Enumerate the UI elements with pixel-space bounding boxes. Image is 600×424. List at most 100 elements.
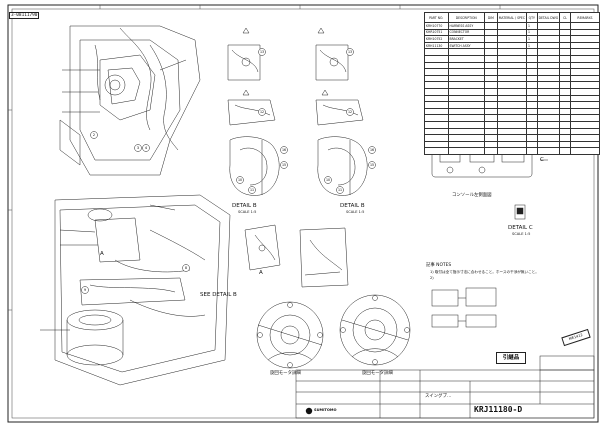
material-cell xyxy=(496,81,528,89)
part-no-cell xyxy=(424,48,449,56)
view-a-label: A xyxy=(259,270,263,276)
part-no-cell: KRH11130 xyxy=(424,41,449,50)
col-description: DESCRIPTION xyxy=(447,12,485,23)
swing-motor-left-label: 旋回モータ詳細 xyxy=(270,371,301,376)
dim-cell xyxy=(483,54,498,63)
description-cell xyxy=(447,74,485,83)
balloon-3: 3 xyxy=(137,146,139,150)
dim-cell xyxy=(483,120,498,129)
remarks-cell xyxy=(569,68,600,76)
view-harness-route xyxy=(299,227,349,288)
description-cell xyxy=(447,81,485,89)
description-cell xyxy=(447,61,485,70)
connector-diagram xyxy=(431,287,497,328)
qty-cell xyxy=(526,101,538,109)
rev-triangles xyxy=(242,27,329,96)
description-cell xyxy=(447,127,485,136)
part-no-cell xyxy=(424,147,449,155)
view-clamp-left xyxy=(227,44,280,196)
svg-text:16: 16 xyxy=(370,148,374,152)
parts-table: PART NO. DESCRIPTION DIM MATERIAL / SPEC… xyxy=(424,12,600,155)
qty-cell xyxy=(526,54,538,63)
detail-b-right-label: DETAIL B xyxy=(340,203,365,209)
cl-cell xyxy=(559,140,571,149)
svg-text:15: 15 xyxy=(282,163,286,167)
dim-cell xyxy=(483,74,498,83)
description-cell: CONNECTOR xyxy=(447,28,485,37)
material-cell xyxy=(496,127,528,136)
description-cell xyxy=(447,134,485,142)
material-cell xyxy=(496,101,528,109)
detail-c-label: DETAIL C xyxy=(508,225,533,231)
detail-dwg-cell xyxy=(536,61,561,70)
swing-motor-right xyxy=(339,294,411,366)
cl-cell xyxy=(559,107,571,116)
qty-cell xyxy=(526,107,538,116)
svg-text:13: 13 xyxy=(348,50,352,54)
material-cell xyxy=(496,28,528,37)
detail-dwg-cell xyxy=(536,48,561,56)
remarks-cell xyxy=(569,28,600,37)
console-label: コンソール左側面図 xyxy=(452,193,492,198)
part-no-cell xyxy=(424,54,449,63)
balloon-2: 2 xyxy=(93,133,95,137)
part-no-cell: KRH10752 xyxy=(424,35,449,43)
cl-cell xyxy=(559,134,571,142)
dim-cell xyxy=(483,28,498,37)
material-cell xyxy=(496,48,528,56)
dim-cell xyxy=(483,114,498,122)
table-row xyxy=(424,61,600,70)
detail-dwg-cell xyxy=(536,127,561,136)
qty-cell: 1 xyxy=(526,35,538,43)
description-cell: SWITCH ASSY xyxy=(447,41,485,50)
dim-cell xyxy=(483,41,498,50)
qty-cell xyxy=(526,74,538,83)
svg-text:10: 10 xyxy=(238,178,242,182)
qty-cell xyxy=(526,127,538,136)
detail-dwg-cell xyxy=(536,41,561,50)
detail-dwg-cell xyxy=(536,81,561,89)
table-row xyxy=(424,94,600,103)
table-row xyxy=(424,114,600,122)
part-no-cell xyxy=(424,81,449,89)
cl-cell xyxy=(559,35,571,43)
part-no-cell xyxy=(424,120,449,129)
material-cell xyxy=(496,35,528,43)
description-cell xyxy=(447,140,485,149)
part-no-cell: KRH10770 xyxy=(424,22,449,30)
material-cell xyxy=(496,107,528,116)
drawing-number: KRJ11180-D xyxy=(474,405,523,414)
dim-cell xyxy=(483,134,498,142)
svg-text:13: 13 xyxy=(260,50,264,54)
dim-cell xyxy=(483,68,498,76)
svg-text:15: 15 xyxy=(370,163,374,167)
remarks-cell xyxy=(569,134,600,142)
table-row xyxy=(424,107,600,116)
table-row xyxy=(424,101,600,109)
table-row xyxy=(424,54,600,63)
product-name: スイングブ… xyxy=(425,394,452,399)
dim-cell xyxy=(483,107,498,116)
qty-cell xyxy=(526,140,538,149)
table-row xyxy=(424,87,600,96)
table-row xyxy=(424,147,600,155)
balloons-cab xyxy=(90,131,150,152)
switch-detail xyxy=(514,204,526,220)
remarks-cell xyxy=(569,127,600,136)
balloon-4: 4 xyxy=(145,146,147,150)
dim-cell xyxy=(483,127,498,136)
detail-dwg-cell xyxy=(536,74,561,83)
material-cell xyxy=(496,61,528,70)
remarks-cell xyxy=(569,140,600,149)
col-dim: DIM xyxy=(483,12,498,23)
detail-b-left-label: DETAIL B xyxy=(232,203,257,209)
table-row xyxy=(424,74,600,83)
material-cell xyxy=(496,87,528,96)
part-no-cell xyxy=(424,87,449,96)
cl-cell xyxy=(559,28,571,37)
remarks-cell xyxy=(569,107,600,116)
qty-cell: 1 xyxy=(526,41,538,50)
svg-text:16: 16 xyxy=(282,148,286,152)
table-row xyxy=(424,68,600,76)
detail-dwg-cell xyxy=(536,120,561,129)
